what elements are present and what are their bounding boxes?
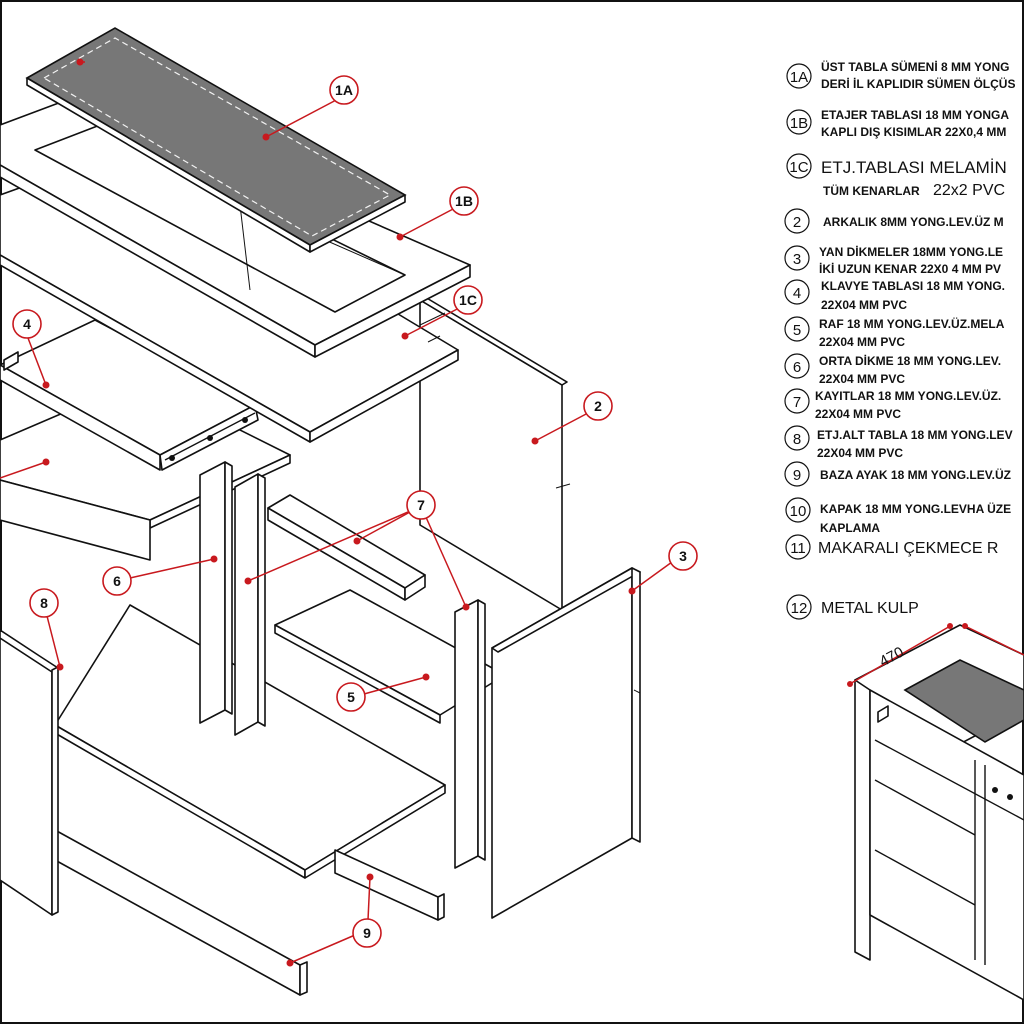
part-9-plinth-rails bbox=[54, 829, 445, 996]
svg-text:11: 11 bbox=[790, 540, 806, 557]
svg-text:22x2 PVC: 22x2 PVC bbox=[933, 182, 1005, 199]
svg-text:YAN DİKMELER 18MM YONG.LE: YAN DİKMELER 18MM YONG.LE bbox=[819, 244, 1003, 259]
svg-text:22X04 MM PVC: 22X04 MM PVC bbox=[815, 407, 901, 421]
svg-text:KLAVYE TABLASI 18 MM YONG.: KLAVYE TABLASI 18 MM YONG. bbox=[821, 279, 1005, 293]
svg-text:6: 6 bbox=[113, 573, 121, 589]
svg-text:8: 8 bbox=[40, 595, 48, 611]
svg-text:7: 7 bbox=[793, 394, 801, 411]
callout-1C: 1C bbox=[453, 285, 483, 315]
callout-2: 2 bbox=[583, 391, 613, 421]
part-1A-desk-pad bbox=[25, 27, 407, 253]
callout-3: 3 bbox=[668, 541, 698, 571]
callout-7: 7 bbox=[406, 490, 436, 520]
svg-text:TÜM KENARLAR: TÜM KENARLAR bbox=[823, 183, 920, 198]
svg-text:RAF 18 MM YONG.LEV.ÜZ.MELA: RAF 18 MM YONG.LEV.ÜZ.MELA bbox=[819, 316, 1005, 331]
svg-text:7: 7 bbox=[417, 497, 425, 513]
legend-item-1B: 1B ETAJER TABLASI 18 MM YONGA KAPLI DIŞ … bbox=[786, 108, 1009, 139]
svg-text:ORTA DİKME 18 MM YONG.LEV.: ORTA DİKME 18 MM YONG.LEV. bbox=[819, 353, 1001, 368]
callout-1A: 1A bbox=[329, 75, 359, 105]
legend-item-10: 10 KAPAK 18 MM YONG.LEVHA ÜZE KAPLAMA bbox=[785, 497, 1011, 535]
svg-text:5: 5 bbox=[347, 689, 355, 705]
svg-text:22X04 MM PVC: 22X04 MM PVC bbox=[819, 372, 905, 386]
svg-text:2: 2 bbox=[793, 214, 801, 231]
svg-text:1B: 1B bbox=[790, 115, 808, 132]
svg-text:KAYITLAR 18 MM YONG.LEV.ÜZ.: KAYITLAR 18 MM YONG.LEV.ÜZ. bbox=[815, 388, 1001, 403]
part-7-rails bbox=[267, 494, 486, 869]
legend-item-6: 6 ORTA DİKME 18 MM YONG.LEV. 22X04 MM PV… bbox=[784, 353, 1001, 386]
svg-text:22X04 MM PVC: 22X04 MM PVC bbox=[817, 446, 903, 460]
svg-text:1B: 1B bbox=[455, 193, 473, 209]
svg-text:ETAJER TABLASI 18 MM YONGA: ETAJER TABLASI 18 MM YONGA bbox=[821, 108, 1009, 122]
legend-item-9: 9 BAZA AYAK 18 MM YONG.LEV.ÜZ bbox=[784, 461, 1011, 487]
svg-text:1C: 1C bbox=[459, 292, 477, 308]
callout-1B: 1B bbox=[449, 186, 479, 216]
svg-text:KAPAK 18 MM YONG.LEVHA ÜZE: KAPAK 18 MM YONG.LEVHA ÜZE bbox=[820, 501, 1011, 516]
svg-text:1C: 1C bbox=[789, 159, 808, 176]
svg-text:KAPLAMA: KAPLAMA bbox=[820, 521, 880, 535]
svg-text:METAL KULP: METAL KULP bbox=[821, 600, 919, 617]
svg-text:9: 9 bbox=[793, 467, 801, 484]
svg-text:DERİ İL KAPLIDIR SÜMEN ÖLÇÜS: DERİ İL KAPLIDIR SÜMEN ÖLÇÜS bbox=[821, 76, 1015, 91]
legend-item-1C: 1C ETJ.TABLASI MELAMİN TÜM KENARLAR 22x2… bbox=[786, 153, 1007, 199]
svg-text:1A: 1A bbox=[335, 82, 353, 98]
svg-text:12: 12 bbox=[791, 600, 808, 617]
legend-item-1A: 1A ÜST TABLA SÜMENİ 8 MM YONG DERİ İL KA… bbox=[786, 59, 1015, 91]
svg-text:İKİ UZUN KENAR 22X0 4 MM PV: İKİ UZUN KENAR 22X0 4 MM PV bbox=[819, 261, 1001, 276]
legend-item-7: 7 KAYITLAR 18 MM YONG.LEV.ÜZ. 22X04 MM P… bbox=[784, 388, 1001, 421]
svg-text:4: 4 bbox=[793, 285, 801, 302]
svg-text:1A: 1A bbox=[790, 69, 808, 86]
svg-text:5: 5 bbox=[793, 322, 801, 339]
legend-item-12: 12 METAL KULP bbox=[786, 594, 919, 620]
svg-text:ARKALIK 8MM YONG.LEV.ÜZ M: ARKALIK 8MM YONG.LEV.ÜZ M bbox=[823, 214, 1004, 229]
svg-text:10: 10 bbox=[790, 503, 807, 520]
callout-5: 5 bbox=[336, 682, 366, 712]
svg-text:8: 8 bbox=[793, 431, 801, 448]
legend-item-4: 4 KLAVYE TABLASI 18 MM YONG. 22X04 MM PV… bbox=[784, 279, 1005, 312]
svg-text:BAZA AYAK 18 MM YONG.LEV.ÜZ: BAZA AYAK 18 MM YONG.LEV.ÜZ bbox=[820, 467, 1011, 482]
svg-text:MAKARALI ÇEKMECE R: MAKARALI ÇEKMECE R bbox=[818, 540, 998, 557]
svg-text:2: 2 bbox=[594, 398, 602, 414]
callout-4: 4 bbox=[12, 309, 42, 339]
svg-text:22X04 MM PVC: 22X04 MM PVC bbox=[819, 335, 905, 349]
part-left-side-panel bbox=[0, 629, 59, 916]
svg-text:ETJ.ALT TABLA 18 MM YONG.LEV: ETJ.ALT TABLA 18 MM YONG.LEV bbox=[817, 428, 1013, 442]
legend-item-8: 8 ETJ.ALT TABLA 18 MM YONG.LEV 22X04 MM … bbox=[784, 425, 1013, 460]
svg-text:3: 3 bbox=[793, 251, 801, 268]
svg-text:ÜST TABLA SÜMENİ 8 MM YONG: ÜST TABLA SÜMENİ 8 MM YONG bbox=[821, 59, 1009, 74]
callout-6: 6 bbox=[102, 566, 132, 596]
svg-text:9: 9 bbox=[363, 925, 371, 941]
legend-item-11: 11 MAKARALI ÇEKMECE R bbox=[785, 534, 998, 560]
legend-item-2: 2 ARKALIK 8MM YONG.LEV.ÜZ M bbox=[784, 208, 1004, 234]
svg-text:KAPLI DIŞ KISIMLAR 22X0,4 MM: KAPLI DIŞ KISIMLAR 22X0,4 MM bbox=[821, 125, 1006, 139]
svg-text:4: 4 bbox=[23, 316, 31, 332]
svg-text:ETJ.TABLASI MELAMİN: ETJ.TABLASI MELAMİN bbox=[821, 158, 1007, 177]
leader-lines bbox=[0, 58, 673, 967]
part-3-side-panel bbox=[491, 567, 641, 919]
svg-text:3: 3 bbox=[679, 548, 687, 564]
legend-item-3: 3 YAN DİKMELER 18MM YONG.LE İKİ UZUN KEN… bbox=[784, 244, 1003, 276]
callout-8: 8 bbox=[29, 588, 59, 618]
svg-text:6: 6 bbox=[793, 359, 801, 376]
legend: 1A ÜST TABLA SÜMENİ 8 MM YONG DERİ İL KA… bbox=[784, 59, 1015, 620]
legend-item-5: 5 RAF 18 MM YONG.LEV.ÜZ.MELA 22X04 MM PV… bbox=[784, 316, 1005, 349]
assembled-preview: 470 bbox=[847, 623, 1024, 1001]
part-1B-top-frame bbox=[0, 94, 471, 358]
svg-text:22X04 MM PVC: 22X04 MM PVC bbox=[821, 298, 907, 312]
part-6-middle-posts bbox=[199, 461, 266, 736]
callout-9: 9 bbox=[352, 918, 382, 948]
